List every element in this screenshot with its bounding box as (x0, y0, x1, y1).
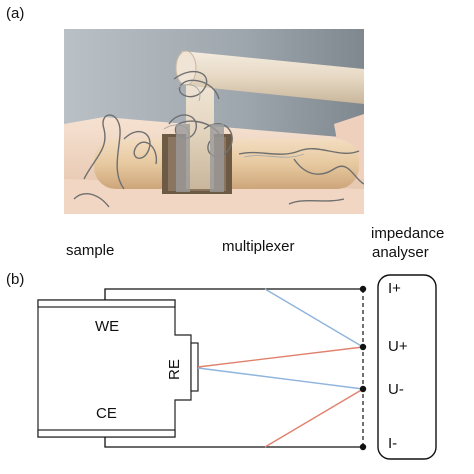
sample-header: sample (66, 242, 115, 259)
junction-dot-i-minus (359, 443, 367, 451)
terminal-u-plus: U+ (388, 338, 408, 355)
re-electrode-strip (190, 342, 199, 392)
panel-label-b: (b) (6, 271, 25, 288)
terminal-i-plus: I+ (388, 280, 401, 297)
ce-lead-wire (104, 437, 363, 448)
terminal-u-minus: U- (388, 381, 404, 398)
impedance-analyser-box (377, 274, 437, 460)
ce-label: CE (96, 405, 117, 422)
red-wire-re (197, 346, 364, 368)
junction-dot-u-minus (359, 385, 367, 393)
panel-label-a: (a) (6, 5, 25, 22)
sample-photo (64, 29, 364, 214)
red-wire-bottom (264, 388, 364, 448)
blue-wire-re (197, 367, 364, 390)
multiplexer-header: multiplexer (222, 238, 295, 255)
analyser-header-line1: impedance (371, 225, 445, 242)
we-electrode-plate (37, 299, 176, 308)
junction-dot-i-plus (359, 285, 367, 293)
junction-dot-u-plus (359, 343, 367, 351)
blue-wire-top (264, 288, 364, 348)
terminal-i-minus: I- (388, 435, 398, 452)
analyser-header-line2: analyser (372, 244, 429, 261)
we-lead-wire (104, 288, 363, 300)
re-label: RE (166, 359, 183, 380)
ce-electrode-plate (37, 429, 176, 438)
we-label: WE (95, 318, 120, 335)
